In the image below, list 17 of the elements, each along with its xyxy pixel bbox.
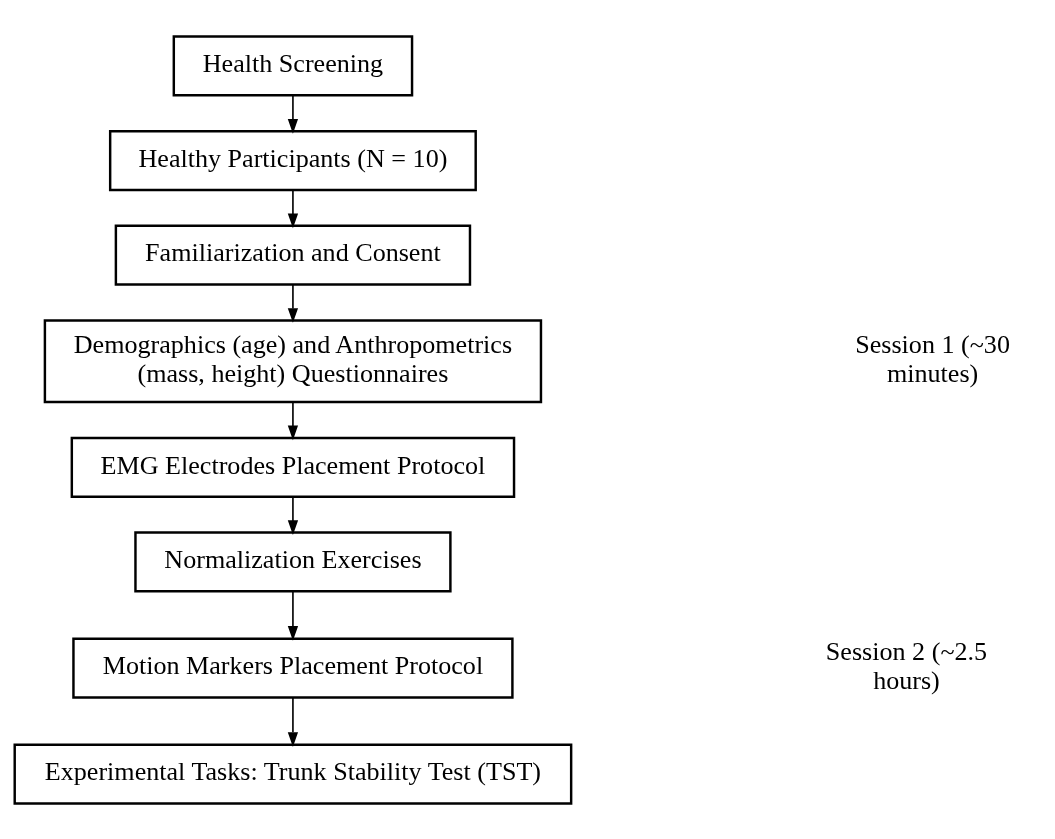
arrow bbox=[287, 696, 299, 747]
arrow bbox=[287, 188, 299, 228]
arrow bbox=[287, 590, 299, 641]
node-box: Demographics (age) and Anthropometrics (mass, height) Questionnaires bbox=[43, 318, 543, 403]
node-box: Normalization Exercises bbox=[134, 530, 452, 593]
node-box: Healthy Participants (N = 10) bbox=[108, 129, 477, 191]
arrow bbox=[287, 401, 299, 440]
arrow bbox=[287, 283, 299, 323]
label: Session 1 (~30 minutes) bbox=[855, 329, 1010, 388]
arrow bbox=[287, 94, 299, 134]
node-box: Health Screening bbox=[172, 34, 414, 96]
arrow bbox=[287, 495, 299, 535]
node-box: EMG Electrodes Placement Protocol bbox=[70, 436, 516, 498]
node-box: Familiarization and Consent bbox=[114, 224, 472, 286]
node-box: Experimental Tasks: Trunk Stability Test (TST) bbox=[13, 743, 573, 805]
node-box: Motion Markers Placement Protocol bbox=[72, 636, 514, 699]
label: Session 2 (~2.5 hours) bbox=[825, 636, 988, 695]
